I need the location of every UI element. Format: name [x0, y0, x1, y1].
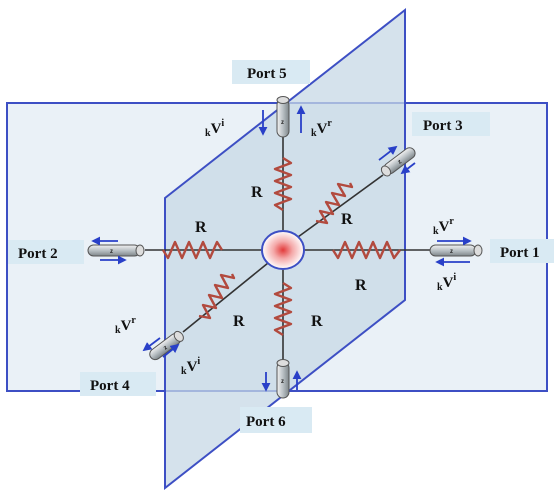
stub-port2: z: [87, 244, 145, 257]
port-2-label: Port 2: [18, 246, 58, 262]
port-1-label: Port 1: [500, 245, 540, 261]
stub-port1-z: z: [450, 249, 453, 255]
resistor-label-diag-lower: R: [233, 313, 245, 330]
arrow-p3-reflected: [378, 145, 398, 161]
stub-port6-z: z: [281, 379, 284, 385]
stub-port5: z: [276, 96, 290, 138]
resistors: [161, 156, 401, 337]
port-label-backgrounds: [8, 60, 554, 433]
arrow-p3-incident: [400, 162, 416, 175]
arrow-p4-incident: [162, 343, 180, 358]
resistor-diag-upper: [315, 182, 354, 225]
stub-port6: z: [276, 359, 290, 399]
voltage-label-p4-reflected: kVr: [115, 315, 136, 336]
voltage-label-p5-incident: kVi: [205, 118, 224, 139]
voltage-label-p5-reflected: kVr: [311, 118, 332, 139]
stub-port2-z: z: [110, 249, 113, 255]
central-node: [261, 230, 305, 270]
voltage-label-p1-incident: kVi: [437, 272, 456, 293]
port-3-label: Port 3: [423, 118, 463, 134]
port-4-label: Port 4: [90, 378, 130, 394]
stub-port3: z: [380, 147, 416, 177]
stub-port4-z: z: [163, 345, 169, 352]
voltage-arrows: [91, 105, 472, 392]
stub-port4: z: [149, 330, 184, 361]
resistor-diag-lower: [198, 273, 236, 320]
resistor-label-diag-upper: R: [341, 211, 353, 228]
resistor-label-bottom: R: [311, 313, 323, 330]
resistor-bottom: [273, 281, 293, 337]
resistor-left: [161, 240, 224, 260]
resistor-label-left: R: [195, 219, 207, 236]
port-5-label: Port 5: [247, 66, 287, 82]
arrow-p4-reflected: [142, 337, 161, 352]
resistor-label-top: R: [251, 184, 263, 201]
resistor-top: [273, 156, 293, 212]
stub-port1: z: [429, 244, 483, 257]
stub-port3-z: z: [397, 159, 403, 166]
resistor-right: [331, 240, 401, 260]
voltage-label-p1-reflected: kVr: [433, 216, 454, 237]
resistor-label-right: R: [355, 277, 367, 294]
voltage-label-p4-incident: kVi: [181, 356, 200, 377]
port-6-label: Port 6: [246, 414, 286, 430]
stub-port5-z: z: [281, 120, 284, 126]
